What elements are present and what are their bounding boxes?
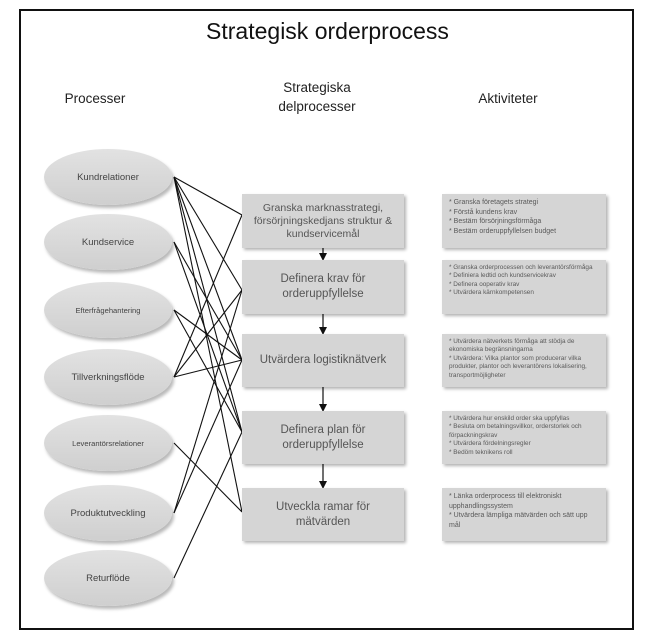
activity-item: * Förstå kundens krav [449, 208, 518, 216]
link-line [173, 309, 243, 361]
link-line [173, 176, 243, 513]
activity-item: * Definiera ledtid och kundservicekrav [449, 272, 556, 280]
link-line [173, 359, 243, 514]
subprocess-utvardera-logistiknatverk: Utvärdera logistiknätverk [242, 334, 404, 387]
process-tillverkningsflode: Tillverkningsflöde [44, 349, 172, 405]
process-kundservice: Kundservice [44, 214, 172, 270]
link-line [173, 359, 243, 378]
process-to-subprocess-links [173, 176, 243, 579]
link-line [173, 442, 243, 513]
activities-box-1: * Granska företagets strategi * Förstå k… [442, 194, 606, 248]
activities-box-2: * Granska orderprocessen och leverantörs… [442, 260, 606, 314]
subprocess-utveckla-ramar: Utveckla ramar för mätvärden [242, 488, 404, 541]
link-line [173, 176, 243, 291]
process-kundrelationer: Kundrelationer [44, 149, 172, 205]
link-line [173, 176, 243, 433]
activity-item: * Granska orderprocessen och leverantörs… [449, 264, 593, 271]
subprocesses-header-line1: Strategiska [283, 80, 351, 95]
activities-box-5: * Länka orderprocess till elektroniskt u… [442, 488, 606, 541]
process-returflode: Returflöde [44, 550, 172, 606]
activity-item: * Besluta om betalningsvillkor, ordersto… [449, 423, 582, 439]
activity-item: * Utvärdera lämpliga mätvärden och sätt … [449, 512, 588, 529]
activity-item: * Utvärdera hur enskild order ska uppfyl… [449, 415, 570, 422]
activity-item: * Bestäm orderuppfyllelsen budget [449, 227, 557, 235]
activity-item: * Bestäm försörjningsförmåga [449, 218, 542, 226]
activity-item: * Utvärdera nätverkets förmåga att stödj… [449, 338, 575, 354]
activity-item: * Länka orderprocess till elektroniskt u… [449, 493, 562, 510]
process-leverantorsrelationer: Leverantörsrelationer [44, 415, 172, 471]
link-line [173, 289, 243, 378]
link-line [173, 176, 243, 216]
link-line [173, 214, 243, 378]
link-line [173, 241, 243, 361]
process-efterfragehantering: Efterfrågehantering [44, 282, 172, 338]
activity-item: * Utvärdera fördelningsregler [449, 440, 531, 448]
activity-item: * Utvärdera kärnkompetensen [449, 289, 534, 297]
activities-header: Aktiviteter [478, 91, 538, 106]
subprocess-definera-krav: Definera krav för orderuppfyllelse [242, 260, 404, 314]
link-line [173, 176, 243, 361]
link-line [173, 431, 243, 579]
process-produktutveckling: Produktutveckling [44, 485, 172, 541]
processes-header: Processer [64, 91, 126, 106]
subprocesses-header-line2: delprocesser [278, 99, 356, 114]
subprocess-granska-marknadsstrategi: Granska marknasstrategi, försörjningsked… [242, 194, 404, 248]
link-line [173, 289, 243, 514]
activity-item: * Bedöm teknikens roll [449, 448, 513, 456]
activities-box-4: * Utvärdera hur enskild order ska uppfyl… [442, 411, 606, 464]
link-line [173, 241, 243, 433]
activities-box-3: * Utvärdera nätverkets förmåga att stödj… [442, 334, 606, 387]
subprocess-definera-plan: Definera plan för orderuppfyllelse [242, 411, 404, 464]
subprocesses-header: Strategiska delprocesser [262, 78, 372, 116]
link-line [173, 309, 243, 433]
activity-item: * Granska företagets strategi [449, 199, 539, 206]
activity-item: * Definera ooperativ krav [449, 280, 520, 288]
diagram-title: Strategisk orderprocess [206, 18, 449, 44]
activity-item: * Utvärdera: Vilka plantor som producera… [449, 354, 587, 379]
